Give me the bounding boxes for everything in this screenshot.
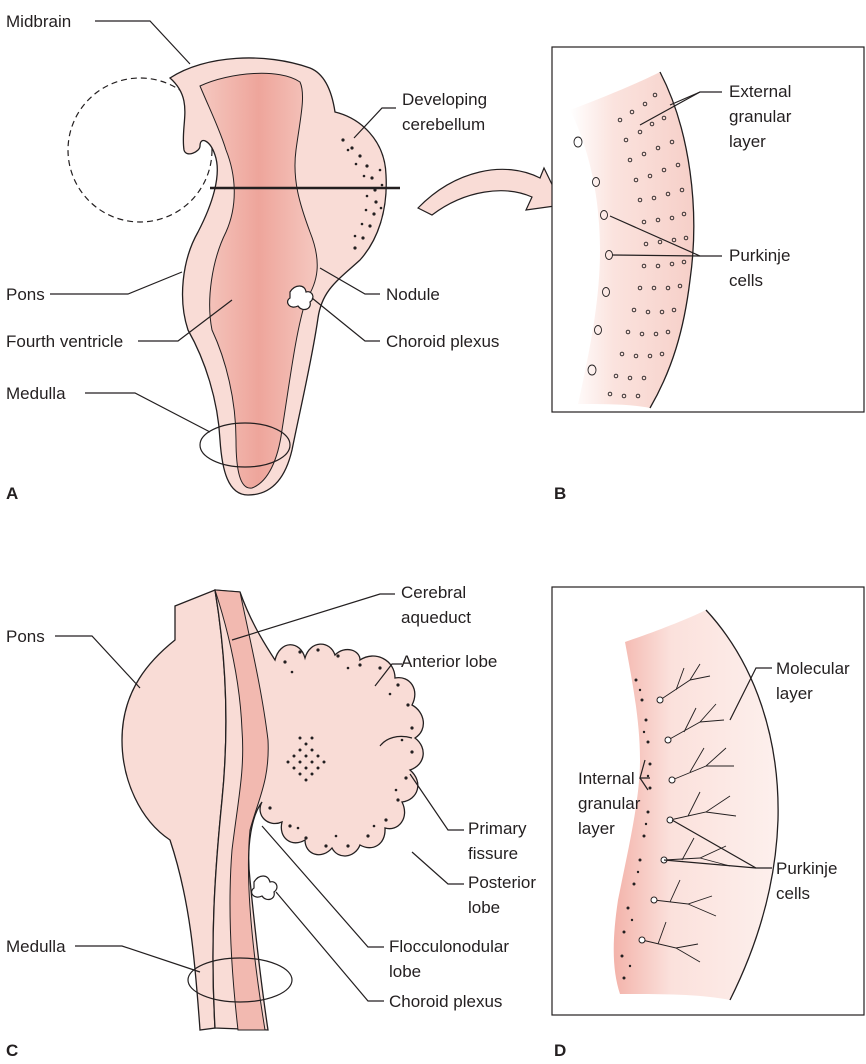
leader-choroid-plexus-a xyxy=(312,298,380,341)
label-choroid-plexus-c: Choroid plexus xyxy=(389,992,502,1011)
label-cerebral-aqueduct-2: aqueduct xyxy=(401,608,471,627)
label-pons-c: Pons xyxy=(6,627,45,646)
leader-midbrain xyxy=(95,21,190,64)
label-external-granular-2: granular xyxy=(729,107,792,126)
panel-letter-a: A xyxy=(6,484,18,503)
panel-b: External granular layer Purkinje cells B xyxy=(552,47,864,503)
panel-d: Molecular layer Internal granular layer … xyxy=(552,587,864,1060)
label-external-granular-1: External xyxy=(729,82,791,101)
panel-letter-c: C xyxy=(6,1041,18,1060)
label-flocculonodular-1: Flocculonodular xyxy=(389,937,509,956)
panel-letter-b: B xyxy=(554,484,566,503)
label-midbrain: Midbrain xyxy=(6,12,71,31)
arrow-a-to-b xyxy=(418,168,562,215)
label-molecular-2: layer xyxy=(776,684,813,703)
label-fourth-ventricle: Fourth ventricle xyxy=(6,332,123,351)
label-developing-cerebellum-1: Developing xyxy=(402,90,487,109)
label-internal-granular-1: Internal xyxy=(578,769,635,788)
label-posterior-lobe-1: Posterior xyxy=(468,873,536,892)
label-purkinje-d-2: cells xyxy=(776,884,810,903)
leader-posterior-lobe xyxy=(412,852,464,884)
label-purkinje-b-1: Purkinje xyxy=(729,246,790,265)
label-medulla-c: Medulla xyxy=(6,937,66,956)
label-anterior-lobe: Anterior lobe xyxy=(401,652,497,671)
label-purkinje-b-2: cells xyxy=(729,271,763,290)
label-pons-a: Pons xyxy=(6,285,45,304)
leader-pons xyxy=(50,272,182,294)
label-purkinje-d-1: Purkinje xyxy=(776,859,837,878)
pons-bulge xyxy=(122,590,226,1030)
label-posterior-lobe-2: lobe xyxy=(468,898,500,917)
label-choroid-plexus-a: Choroid plexus xyxy=(386,332,499,351)
choroid-plexus-c xyxy=(252,876,277,899)
label-cerebral-aqueduct-1: Cerebral xyxy=(401,583,466,602)
leader-pons-c xyxy=(55,636,140,688)
panel-letter-d: D xyxy=(554,1041,566,1060)
leader-medulla xyxy=(85,393,210,432)
label-external-granular-3: layer xyxy=(729,132,766,151)
leader-medulla-c xyxy=(75,946,200,972)
label-developing-cerebellum-2: cerebellum xyxy=(402,115,485,134)
label-internal-granular-3: layer xyxy=(578,819,615,838)
label-medulla-a: Medulla xyxy=(6,384,66,403)
label-primary-fissure-1: Primary xyxy=(468,819,527,838)
label-molecular-1: Molecular xyxy=(776,659,850,678)
label-internal-granular-2: granular xyxy=(578,794,641,813)
panel-c: Pons Medulla Cerebral aqueduct Anterior … xyxy=(6,583,536,1060)
label-primary-fissure-2: fissure xyxy=(468,844,518,863)
panel-a: Midbrain Developing cerebellum Pons Four… xyxy=(6,12,562,503)
label-flocculonodular-2: lobe xyxy=(389,962,421,981)
label-nodule: Nodule xyxy=(386,285,440,304)
